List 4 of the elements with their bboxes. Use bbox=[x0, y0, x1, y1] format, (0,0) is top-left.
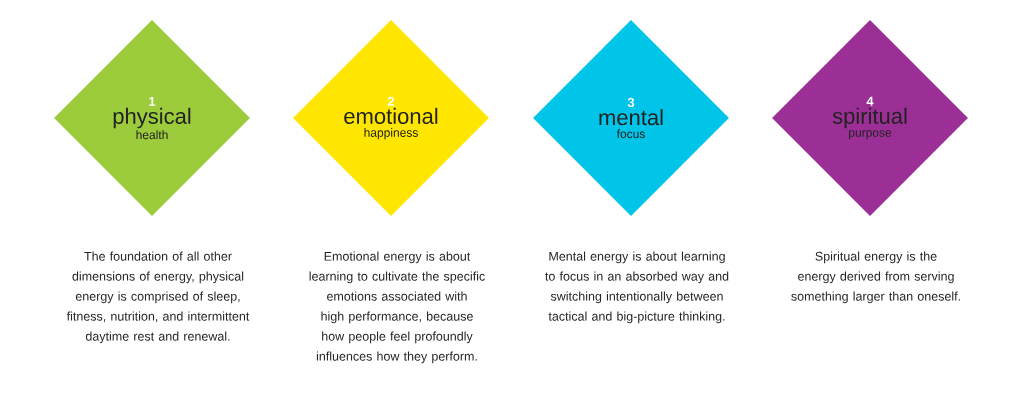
description-text: The foundation of all other dimensions of energy, physical energy is comprised of sleep, fitness, nutrition, and intermittent daytime rest and renewal. bbox=[66, 251, 250, 344]
description-text: Emotional energy is about learning to cultivate the specific emotions associated with high performance, because how people feel profoundly influences how they perform. bbox=[309, 251, 485, 364]
description-text: Spiritual energy is the energy derived from serving something larger than oneself. bbox=[791, 251, 960, 304]
description-text: Mental energy is about learning to focus in an absorbed way and switching intentionally between tactical and big-picture thinking. bbox=[545, 251, 729, 324]
